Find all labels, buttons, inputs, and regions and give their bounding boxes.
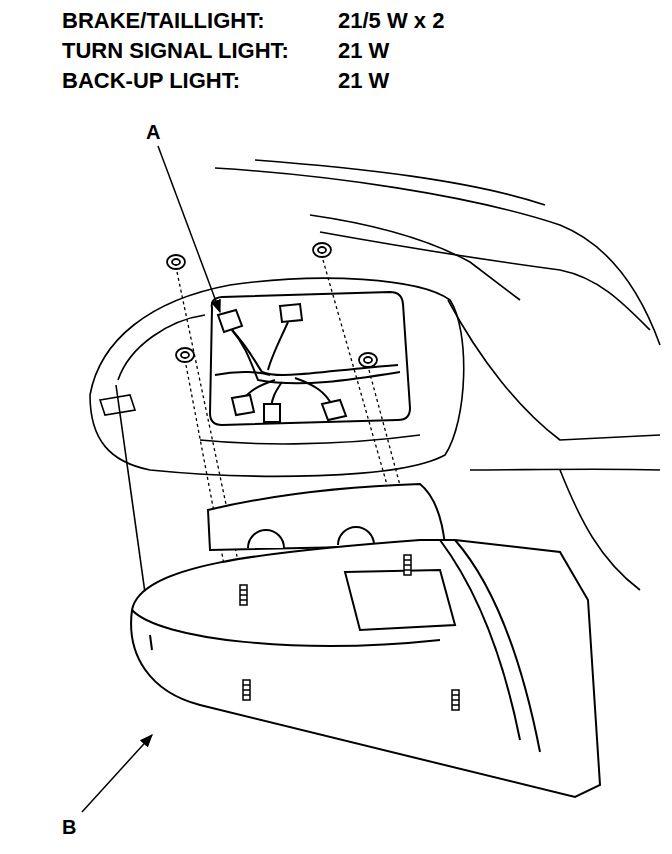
studs <box>240 555 459 710</box>
taillight <box>131 484 600 797</box>
stud <box>404 555 411 575</box>
lens-edge <box>455 540 540 752</box>
callout-letter: B <box>62 817 76 837</box>
pin <box>150 635 152 650</box>
nut <box>167 255 185 269</box>
nut <box>313 243 331 257</box>
body-line <box>255 160 545 205</box>
stud <box>452 690 459 710</box>
guide-line <box>116 385 146 600</box>
car-body <box>90 160 660 590</box>
bulb-socket <box>248 530 284 548</box>
connector <box>218 310 242 332</box>
wire <box>215 372 270 375</box>
reflector <box>345 570 455 630</box>
nuts <box>167 243 377 367</box>
recess-edge <box>118 315 205 380</box>
stud <box>243 680 250 700</box>
connector <box>264 404 280 422</box>
nut-hole <box>181 352 189 358</box>
nut <box>176 348 194 362</box>
spec-label: BRAKE/TAILLIGHT: <box>62 10 264 32</box>
connector <box>280 304 302 322</box>
wire <box>268 322 288 370</box>
wire <box>232 330 398 375</box>
lamp-recess <box>90 278 464 476</box>
spec-label: BACK-UP LIGHT: <box>62 70 240 92</box>
lens-housing <box>131 540 600 797</box>
leader-line <box>82 735 152 812</box>
spec-value: 21 W <box>338 70 389 92</box>
wire <box>295 378 332 405</box>
trunk-edge <box>215 168 660 345</box>
nut-hole <box>172 259 180 265</box>
spec-label: TURN SIGNAL LIGHT: <box>62 40 289 62</box>
connector <box>322 400 346 420</box>
nut-hole <box>364 357 372 363</box>
connectors <box>218 304 346 422</box>
nut <box>359 353 377 367</box>
nut-hole <box>318 247 326 253</box>
body-line <box>470 468 660 470</box>
stud <box>240 585 247 605</box>
wire <box>232 330 400 383</box>
panel-opening <box>210 292 410 425</box>
spec-value: 21/5 W x 2 <box>338 10 444 32</box>
callout-letter: A <box>146 122 160 142</box>
guide-line <box>116 385 146 600</box>
wire-harness <box>215 322 400 408</box>
leader-lines <box>82 146 220 812</box>
spec-value: 21 W <box>338 40 389 62</box>
connector <box>232 395 254 415</box>
bulb-socket <box>338 527 374 545</box>
opening <box>210 292 410 425</box>
lens-edge <box>440 540 520 740</box>
body-line <box>448 300 660 440</box>
leader-line <box>158 146 220 312</box>
body-line <box>310 215 520 300</box>
